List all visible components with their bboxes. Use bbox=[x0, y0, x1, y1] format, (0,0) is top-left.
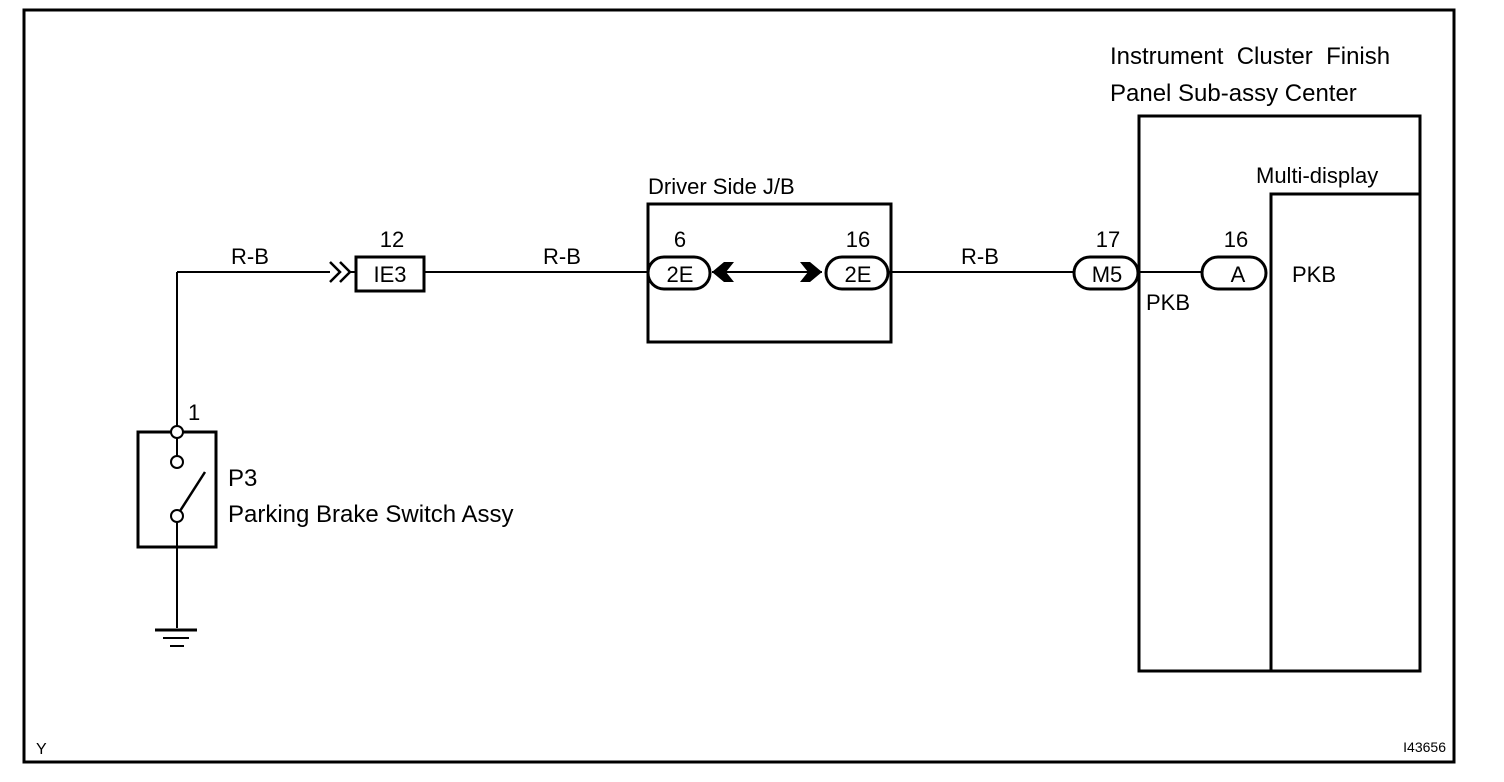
junction-block-title: Driver Side J/B bbox=[648, 174, 795, 199]
instrument-panel-box bbox=[1137, 114, 1422, 673]
connector-ie3-pin: 12 bbox=[380, 227, 404, 252]
multi-display-signal-label: PKB bbox=[1292, 262, 1336, 287]
jb-internal-link bbox=[712, 262, 822, 282]
multi-display-title: Multi-display bbox=[1256, 163, 1378, 188]
jb-left-pin: 6 bbox=[674, 227, 686, 252]
instrument-panel-title-line2: Panel Sub-assy Center bbox=[1110, 80, 1357, 107]
jb-left-terminal bbox=[646, 255, 712, 291]
instrument-panel-signal-label: PKB bbox=[1146, 290, 1190, 315]
connector-m5-code: M5 bbox=[1092, 262, 1123, 287]
connector-ie3-box bbox=[354, 255, 426, 293]
parking-brake-switch-name: Parking Brake Switch Assy bbox=[228, 501, 513, 528]
footer-left-mark: Y bbox=[36, 741, 47, 758]
parking-brake-switch-code: P3 bbox=[228, 465, 257, 492]
multi-display-terminal bbox=[1200, 255, 1268, 291]
wire-label-1: R-B bbox=[231, 244, 269, 269]
instrument-panel-title-line1: Instrument Cluster Finish bbox=[1110, 43, 1390, 70]
parking-brake-switch-pin: 1 bbox=[188, 400, 200, 425]
connector-ie3-code: IE3 bbox=[373, 262, 406, 287]
switch-icon bbox=[170, 425, 207, 547]
diagram-frame bbox=[22, 8, 1456, 764]
connector-m5-pin: 17 bbox=[1096, 227, 1120, 252]
wire-label-2: R-B bbox=[543, 244, 581, 269]
jb-right-pin: 16 bbox=[846, 227, 870, 252]
ground-icon bbox=[155, 628, 197, 647]
inline-connector-chevron-icon bbox=[329, 261, 352, 283]
multi-display-pin: 16 bbox=[1224, 227, 1248, 252]
figure-id: I43656 bbox=[1403, 739, 1446, 755]
jb-left-code: 2E bbox=[667, 262, 694, 287]
jb-right-code: 2E bbox=[845, 262, 872, 287]
multi-display-code: A bbox=[1231, 262, 1246, 287]
multi-display-box bbox=[1269, 192, 1422, 673]
wire-label-3: R-B bbox=[961, 244, 999, 269]
